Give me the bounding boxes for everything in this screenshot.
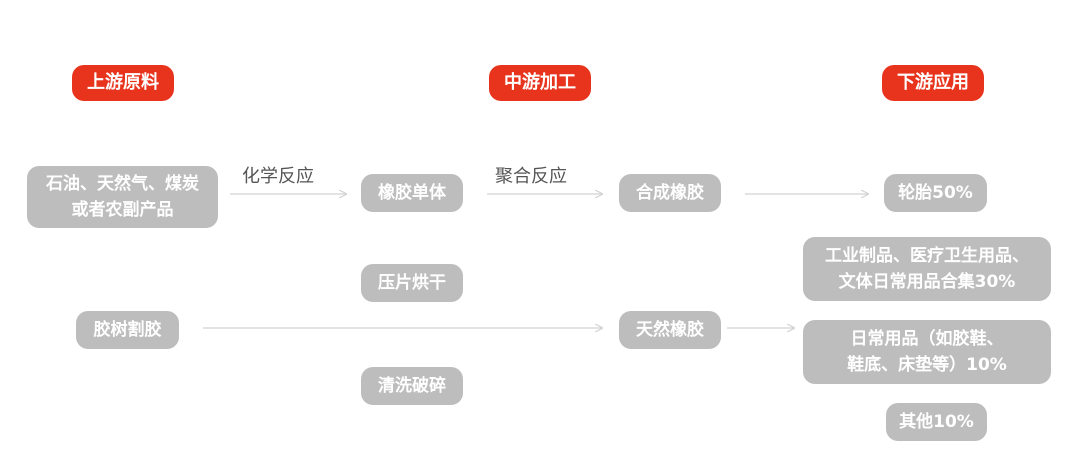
node-others: 其他10% bbox=[886, 403, 987, 441]
node-daily-goods: 日常用品（如胶鞋、 鞋底、床垫等）10% bbox=[803, 320, 1051, 384]
node-industrial-medical-line-2: 文体日常用品合集30% bbox=[838, 272, 1016, 292]
node-industrial-medical-line-1: 工业制品、医疗卫生用品、 bbox=[825, 246, 1029, 266]
node-raw-materials: 石油、天然气、煤炭 或者农副产品 bbox=[27, 166, 218, 228]
node-industrial-medical: 工业制品、医疗卫生用品、 文体日常用品合集30% bbox=[803, 237, 1051, 301]
node-daily-goods-line-1: 日常用品（如胶鞋、 bbox=[850, 329, 1004, 349]
node-synthetic-rubber: 合成橡胶 bbox=[619, 174, 721, 212]
edge-label-polymerization: 聚合反应 bbox=[495, 166, 567, 187]
edge-label-chemical-reaction: 化学反应 bbox=[242, 166, 314, 187]
header-midstream: 中游加工 bbox=[489, 65, 591, 101]
node-latex-tapping: 胶树割胶 bbox=[76, 311, 179, 349]
node-daily-goods-line-2: 鞋底、床垫等）10% bbox=[847, 355, 1007, 375]
header-upstream: 上游原料 bbox=[72, 65, 174, 101]
node-raw-materials-line-1: 石油、天然气、煤炭 bbox=[46, 174, 199, 194]
node-tires: 轮胎50% bbox=[884, 174, 987, 212]
header-downstream: 下游应用 bbox=[882, 65, 984, 101]
node-natural-rubber: 天然橡胶 bbox=[619, 311, 721, 349]
node-sheet-drying: 压片烘干 bbox=[361, 264, 463, 302]
node-raw-materials-line-2: 或者农副产品 bbox=[71, 200, 174, 220]
node-rubber-monomer: 橡胶单体 bbox=[361, 174, 463, 212]
node-washing-crushing: 清洗破碎 bbox=[361, 367, 463, 405]
